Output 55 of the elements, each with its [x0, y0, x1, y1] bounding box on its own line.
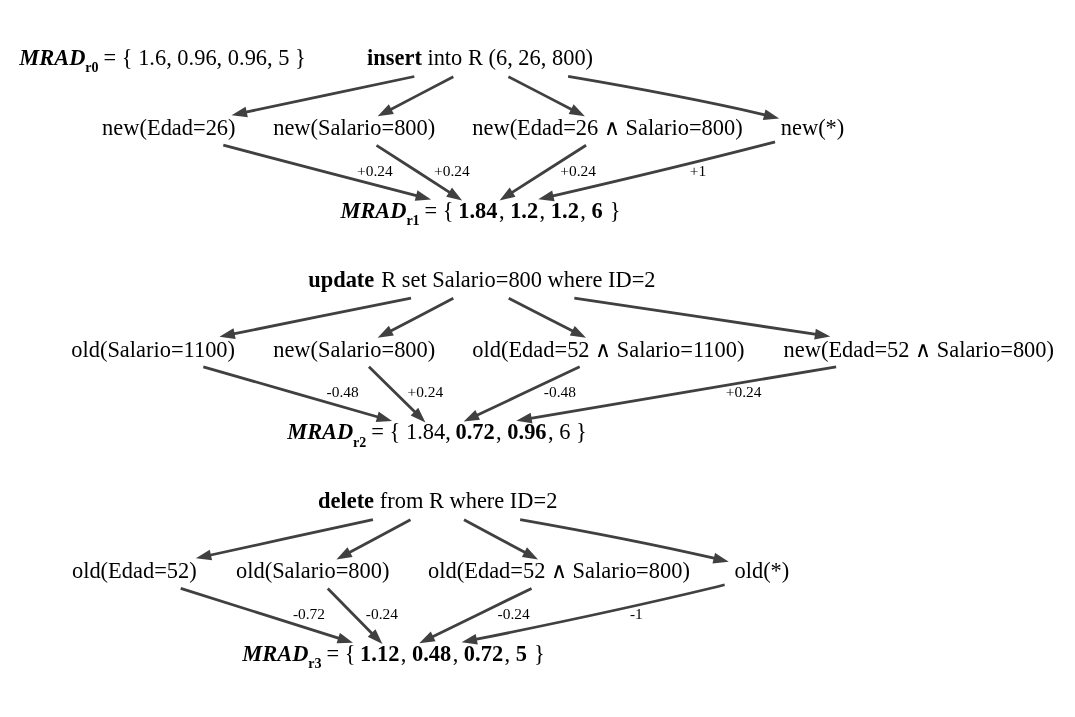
arrow — [367, 365, 426, 422]
arrow — [567, 74, 780, 120]
node-text: insert into R (6, 26, 800) — [367, 44, 594, 70]
arrow — [180, 586, 353, 643]
arrow — [231, 74, 415, 117]
node-text: new(Salario=800) — [273, 114, 436, 140]
node-text: old(Salario=800) — [236, 557, 390, 583]
node-text: new(Edad=26 ∧ Salario=800) — [472, 114, 743, 140]
arrow — [516, 364, 837, 423]
edge-label: -0.24 — [497, 604, 530, 622]
edge-label: +0.24 — [357, 161, 393, 179]
node-text: old(Edad=52) — [71, 557, 197, 583]
edge-label: +1 — [689, 161, 707, 179]
node-text: old(Edad=52 ∧ Salario=1100) — [472, 336, 745, 362]
arrow — [377, 75, 454, 116]
arrow — [326, 586, 383, 644]
edge-label: -1 — [629, 604, 643, 622]
arrow — [336, 518, 412, 559]
arrow — [219, 296, 412, 339]
node-text: new(Edad=52 ∧ Salario=800) — [783, 336, 1055, 362]
node-text: new(*) — [780, 114, 845, 140]
edge-label: +0.24 — [560, 161, 596, 179]
node-text: update R set Salario=800 where ID=2 — [308, 266, 656, 292]
arrow — [574, 296, 831, 340]
edge-label: -0.24 — [365, 604, 398, 622]
edge-label: -0.48 — [326, 382, 359, 400]
node-text: old(Edad=52 ∧ Salario=800) — [428, 557, 690, 583]
arrow — [499, 143, 587, 200]
arrow — [195, 517, 374, 560]
edge-label: +0.24 — [434, 161, 470, 179]
node-text: MRAD$_{r1}$ = { 1.84, 1.2, 1.2, 6 } — [340, 197, 621, 228]
label: MRAD$_{r0}$ = { 1.6, 0.96, 0.96, 5 } — [19, 44, 306, 75]
edge-label: +0.24 — [725, 382, 762, 400]
arrow — [377, 296, 454, 338]
arrow — [463, 518, 539, 559]
node-text: old(*) — [734, 557, 790, 583]
arrow — [419, 586, 533, 643]
arrow — [507, 75, 585, 116]
arrow — [222, 143, 432, 201]
arrow — [519, 517, 729, 563]
node-text: new(Salario=800) — [273, 336, 436, 362]
arrow — [538, 140, 776, 201]
arrow — [461, 582, 725, 645]
edge-label: -0.72 — [292, 604, 325, 622]
edge-label: +0.24 — [407, 382, 444, 400]
node-text: old(Salario=1100) — [71, 336, 236, 362]
edge-label: -0.48 — [543, 382, 576, 400]
node-text: MRAD$_{r2}$ = { 1.84, 0.72, 0.96, 6 } — [287, 418, 587, 450]
node-text: new(Edad=26) — [102, 114, 236, 140]
node-text: MRAD$_{r3}$ = { 1.12, 0.48, 0.72, 5 } — [242, 640, 545, 671]
node-text: delete from R where ID=2 — [318, 487, 558, 513]
arrow — [508, 296, 586, 338]
arrow — [375, 143, 463, 200]
arrow — [202, 365, 393, 422]
arrow — [463, 365, 581, 422]
